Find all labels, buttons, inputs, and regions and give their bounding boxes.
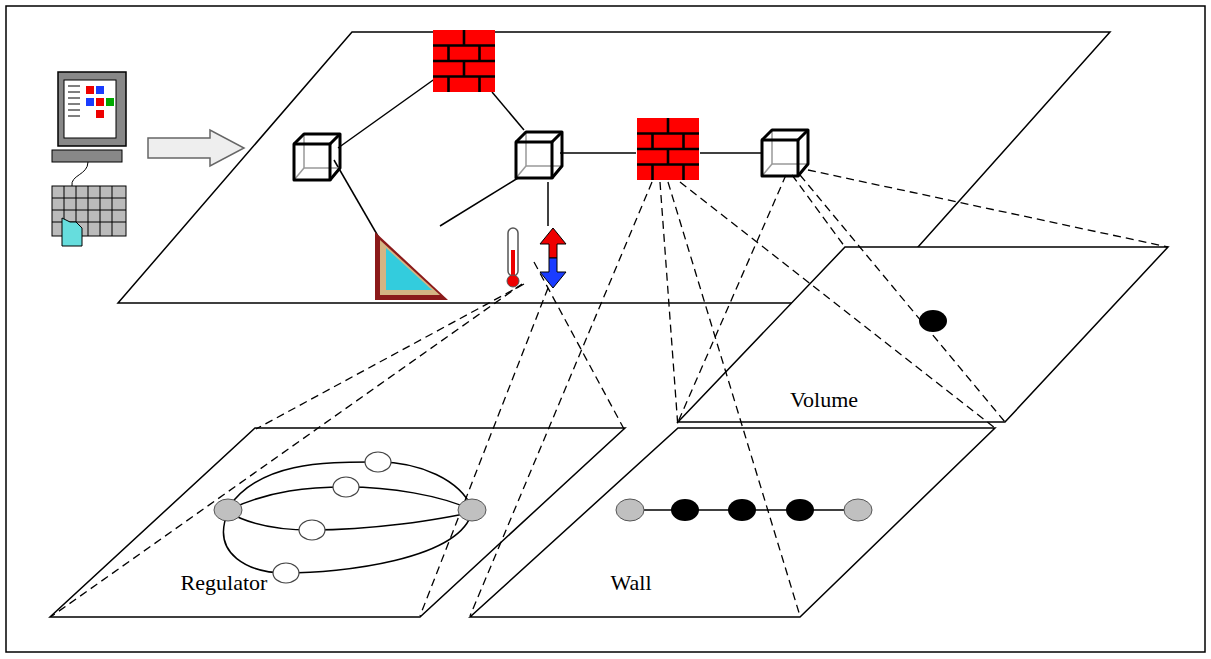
- wall-icon: [637, 118, 699, 180]
- window-icon: [375, 232, 448, 300]
- plane-outline: [678, 247, 1168, 422]
- plane-grounds: [50, 247, 1168, 617]
- plane-label: Volume: [788, 387, 860, 413]
- plane-outline: [50, 428, 625, 617]
- wall-chain: [616, 499, 872, 521]
- plane-outline: [470, 428, 995, 617]
- model-links: [334, 78, 762, 250]
- regulator-plane: Regulator: [50, 428, 625, 617]
- computer-icon: [52, 72, 126, 246]
- plane-label: Regulator: [179, 570, 270, 596]
- volume-icon: [516, 132, 562, 178]
- frame: [6, 6, 1205, 652]
- wall-icon: [433, 30, 495, 92]
- regulator-graph: [214, 452, 486, 583]
- volume-icon: [762, 130, 808, 176]
- plane-border: [50, 428, 625, 617]
- plane-border: [470, 428, 995, 617]
- volume-node-dot: [919, 310, 947, 332]
- regulator-icon: [507, 228, 566, 288]
- wall-plane: Wall: [470, 428, 995, 617]
- plane-label: Wall: [609, 570, 654, 596]
- input-arrow: [148, 130, 244, 166]
- plane-border: [678, 247, 1168, 422]
- volume-icon: [294, 134, 340, 180]
- projection-lines: [52, 170, 1168, 616]
- volume-plane: Volume: [678, 247, 1168, 422]
